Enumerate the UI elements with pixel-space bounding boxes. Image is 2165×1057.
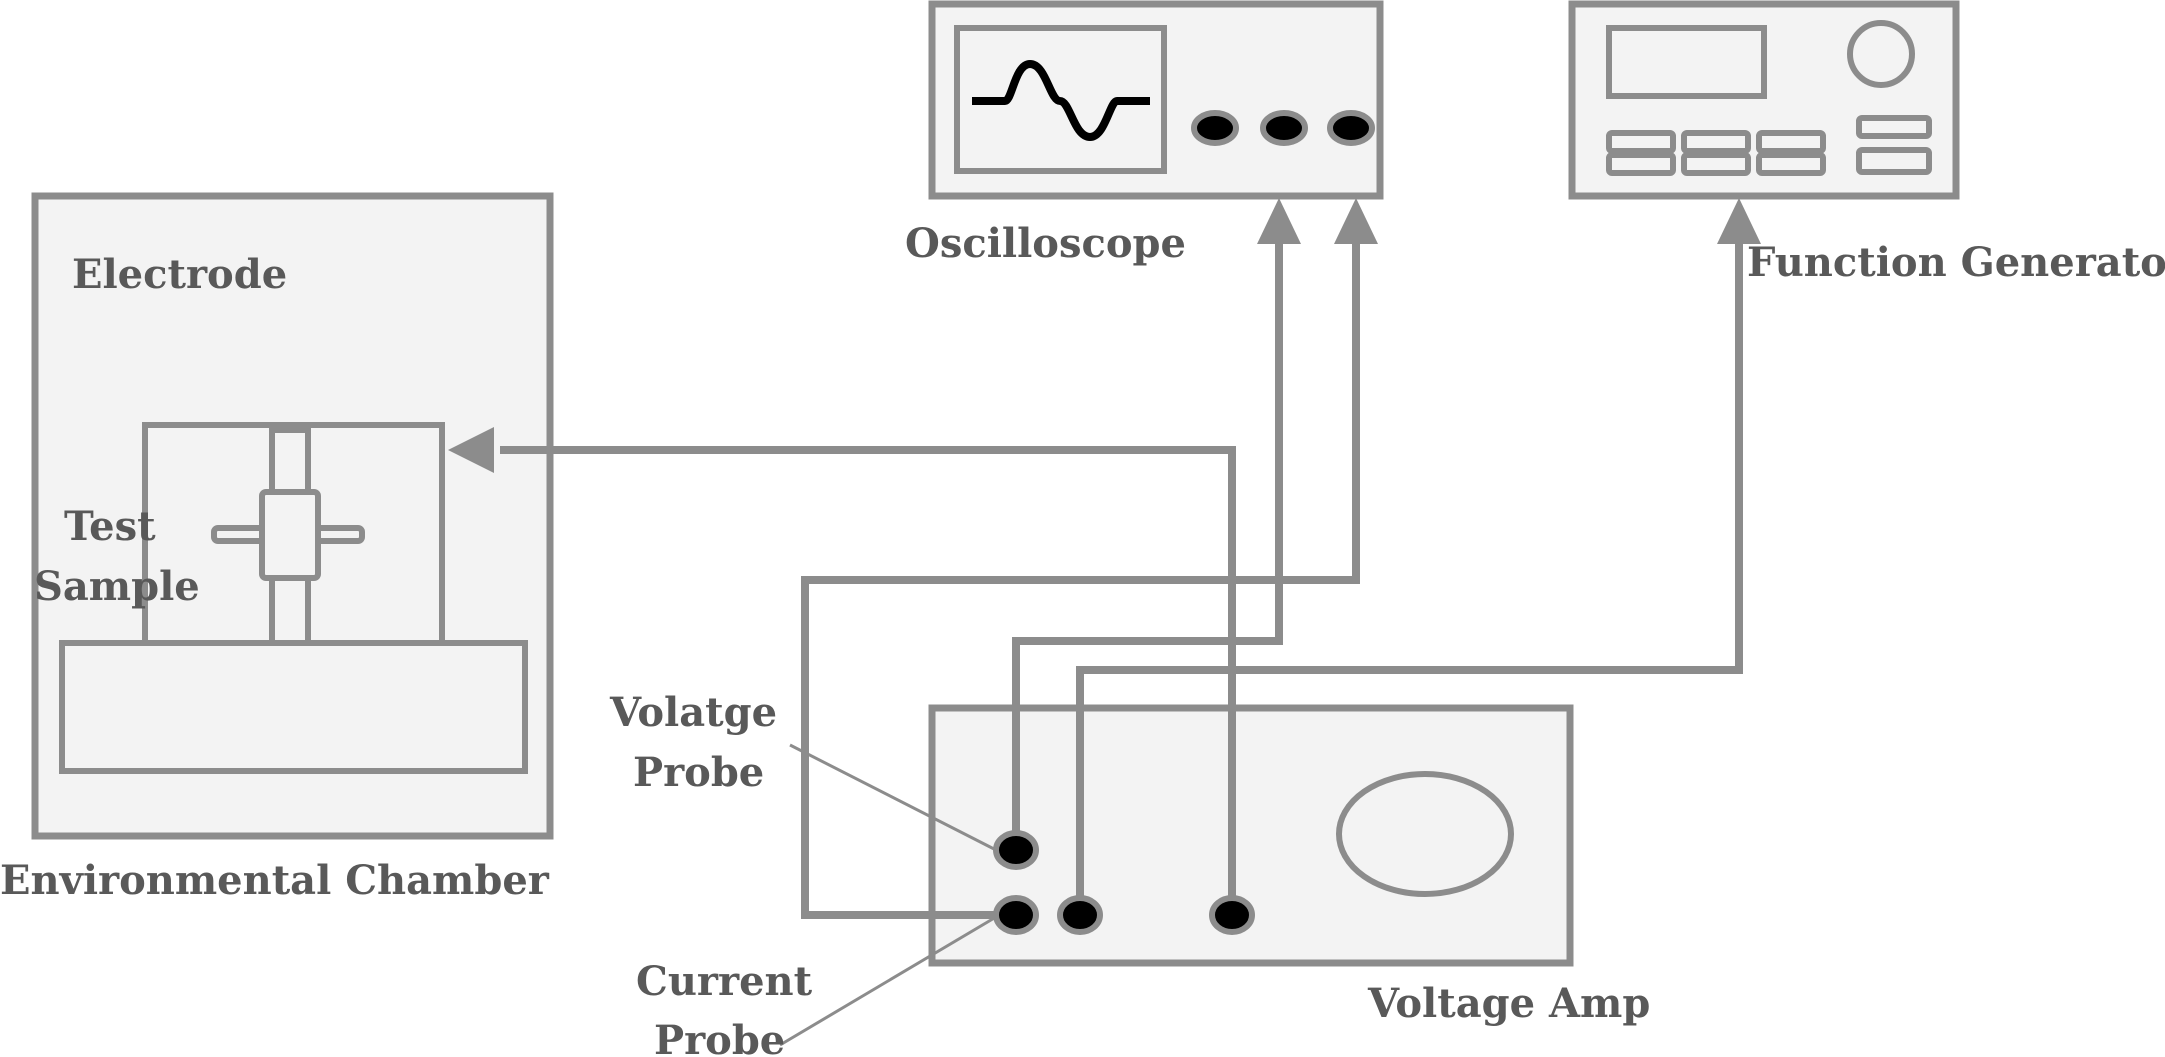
- wire-voltage-probe-to-oscilloscope: [1012, 238, 1283, 850]
- fg-button-6: [1756, 152, 1826, 176]
- voltage-amp-dial: [1336, 771, 1514, 897]
- amp-output-jack: [1209, 895, 1255, 935]
- amp-input-jack: [1057, 895, 1103, 935]
- voltage-probe-label-line2: Probe: [633, 749, 764, 796]
- voltage-probe-label-line1: Volatge: [609, 689, 777, 736]
- current-probe-label-line2: Probe: [654, 1017, 785, 1057]
- current-probe-jack: [993, 895, 1039, 935]
- test-sample-label-line2: Sample: [34, 563, 200, 610]
- oscilloscope-label: Oscilloscope: [905, 220, 1186, 267]
- wiring: [448, 198, 1761, 1047]
- current-probe-label-line1: Current: [636, 958, 813, 1005]
- arrow-to-electrode: [448, 427, 494, 473]
- voltage-amp-label: Voltage Amp: [1367, 980, 1650, 1027]
- function-generator-knob: [1847, 20, 1915, 88]
- function-generator: [1568, 0, 1960, 200]
- arrow-to-oscilloscope-2: [1334, 198, 1378, 244]
- fg-button-4: [1681, 152, 1751, 176]
- current-probe-leader: [779, 915, 997, 1047]
- fg-button-1: [1606, 130, 1676, 154]
- oscilloscope-input-1: [1191, 110, 1239, 146]
- sine-wave-icon: [972, 59, 1150, 142]
- arrow-to-oscilloscope-1: [1257, 198, 1301, 244]
- wire-amp-to-electrode: [500, 446, 1236, 915]
- function-generator-display: [1606, 25, 1767, 99]
- environmental-chamber-label: Environmental Chamber: [0, 857, 550, 904]
- arrow-to-function-generator: [1717, 198, 1761, 244]
- wire-current-probe-to-oscilloscope: [801, 238, 1360, 919]
- oscilloscope-input-2: [1260, 110, 1308, 146]
- electrode-label: Electrode: [72, 251, 287, 298]
- fg-button-3: [1681, 130, 1751, 154]
- voltage-probe-leader: [789, 743, 997, 852]
- voltage-probe-jack: [993, 830, 1039, 870]
- oscilloscope-input-3: [1327, 110, 1375, 146]
- oscilloscope: [928, 0, 1384, 200]
- fg-button-7: [1856, 115, 1932, 139]
- fg-button-5: [1756, 130, 1826, 154]
- test-sample-clamp: [259, 489, 321, 581]
- fg-button-2: [1606, 152, 1676, 176]
- wire-amp-to-function-generator: [1076, 238, 1743, 915]
- chamber-base: [59, 640, 528, 774]
- function-generator-label: Function Generator: [1747, 239, 2165, 286]
- fg-button-8: [1856, 147, 1932, 175]
- environmental-chamber: [31, 192, 554, 840]
- test-sample-label-line1: Test: [64, 503, 156, 550]
